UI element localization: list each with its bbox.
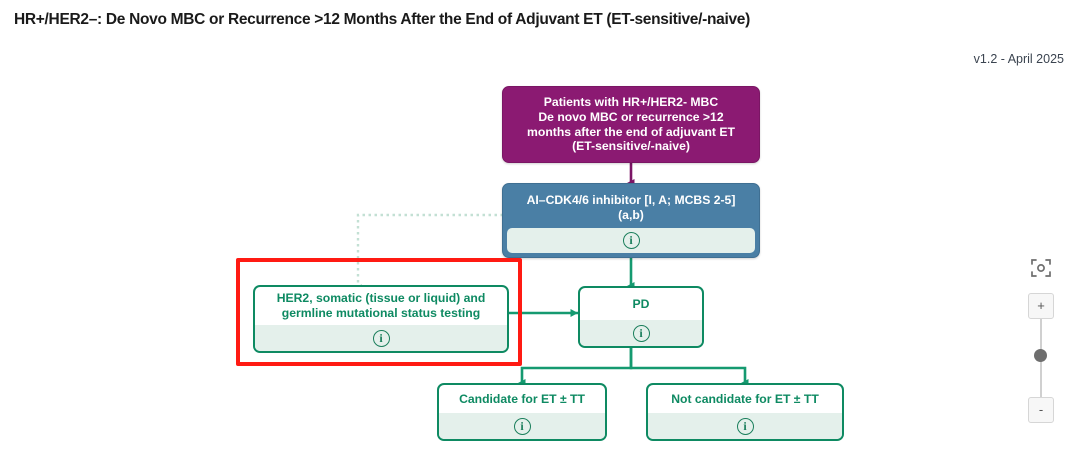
zoom-out-button[interactable]: - [1028,397,1054,423]
zoom-slider[interactable] [1028,319,1054,397]
info-icon[interactable]: i [372,329,390,347]
node-pd-title: PD [632,296,650,311]
node-her2-testing[interactable]: HER2, somatic (tissue or liquid) and ger… [253,285,509,353]
info-icon[interactable]: i [736,417,754,435]
node-patients-title: Patients with HR+/HER2- MBC De novo MBC … [527,94,735,154]
info-icon[interactable]: i [513,417,531,435]
info-icon[interactable]: i [622,232,640,249]
edge-pd-to-candidate [518,348,633,387]
node-ai-cdk46[interactable]: AI–CDK4/6 inhibitor [I, A; MCBS 2-5] (a,… [502,183,760,258]
selection-highlight [236,258,522,366]
node-not-candidate-et-tt-title: Not candidate for ET ± TT [671,391,819,406]
edge-pd-to-not-candidate [629,348,749,387]
node-not-candidate-et-tt-info-bar[interactable]: i [648,413,842,439]
fit-to-screen-icon[interactable] [1028,255,1054,281]
version-label: v1.2 - April 2025 [973,52,1064,66]
info-icon[interactable]: i [632,324,650,342]
zoom-slider-handle[interactable] [1034,349,1047,362]
node-not-candidate-et-tt[interactable]: Not candidate for ET ± TT i [646,383,844,441]
page-title: HR+/HER2–: De Novo MBC or Recurrence >12… [14,11,750,28]
node-ai-cdk46-title: AI–CDK4/6 inhibitor [I, A; MCBS 2-5] (a,… [526,193,736,222]
node-pd[interactable]: PD i [578,286,704,348]
zoom-controls[interactable]: + - [1024,255,1058,423]
node-patients[interactable]: Patients with HR+/HER2- MBC De novo MBC … [502,86,760,163]
node-her2-testing-title: HER2, somatic (tissue or liquid) and ger… [276,291,486,320]
node-ai-cdk46-info-bar[interactable]: i [507,228,755,253]
node-candidate-et-tt-title: Candidate for ET ± TT [459,391,585,406]
node-candidate-et-tt-info-bar[interactable]: i [439,413,605,439]
node-candidate-et-tt[interactable]: Candidate for ET ± TT i [437,383,607,441]
zoom-in-button[interactable]: + [1028,293,1054,319]
node-pd-info-bar[interactable]: i [580,320,702,346]
node-her2-testing-info-bar[interactable]: i [255,325,507,351]
